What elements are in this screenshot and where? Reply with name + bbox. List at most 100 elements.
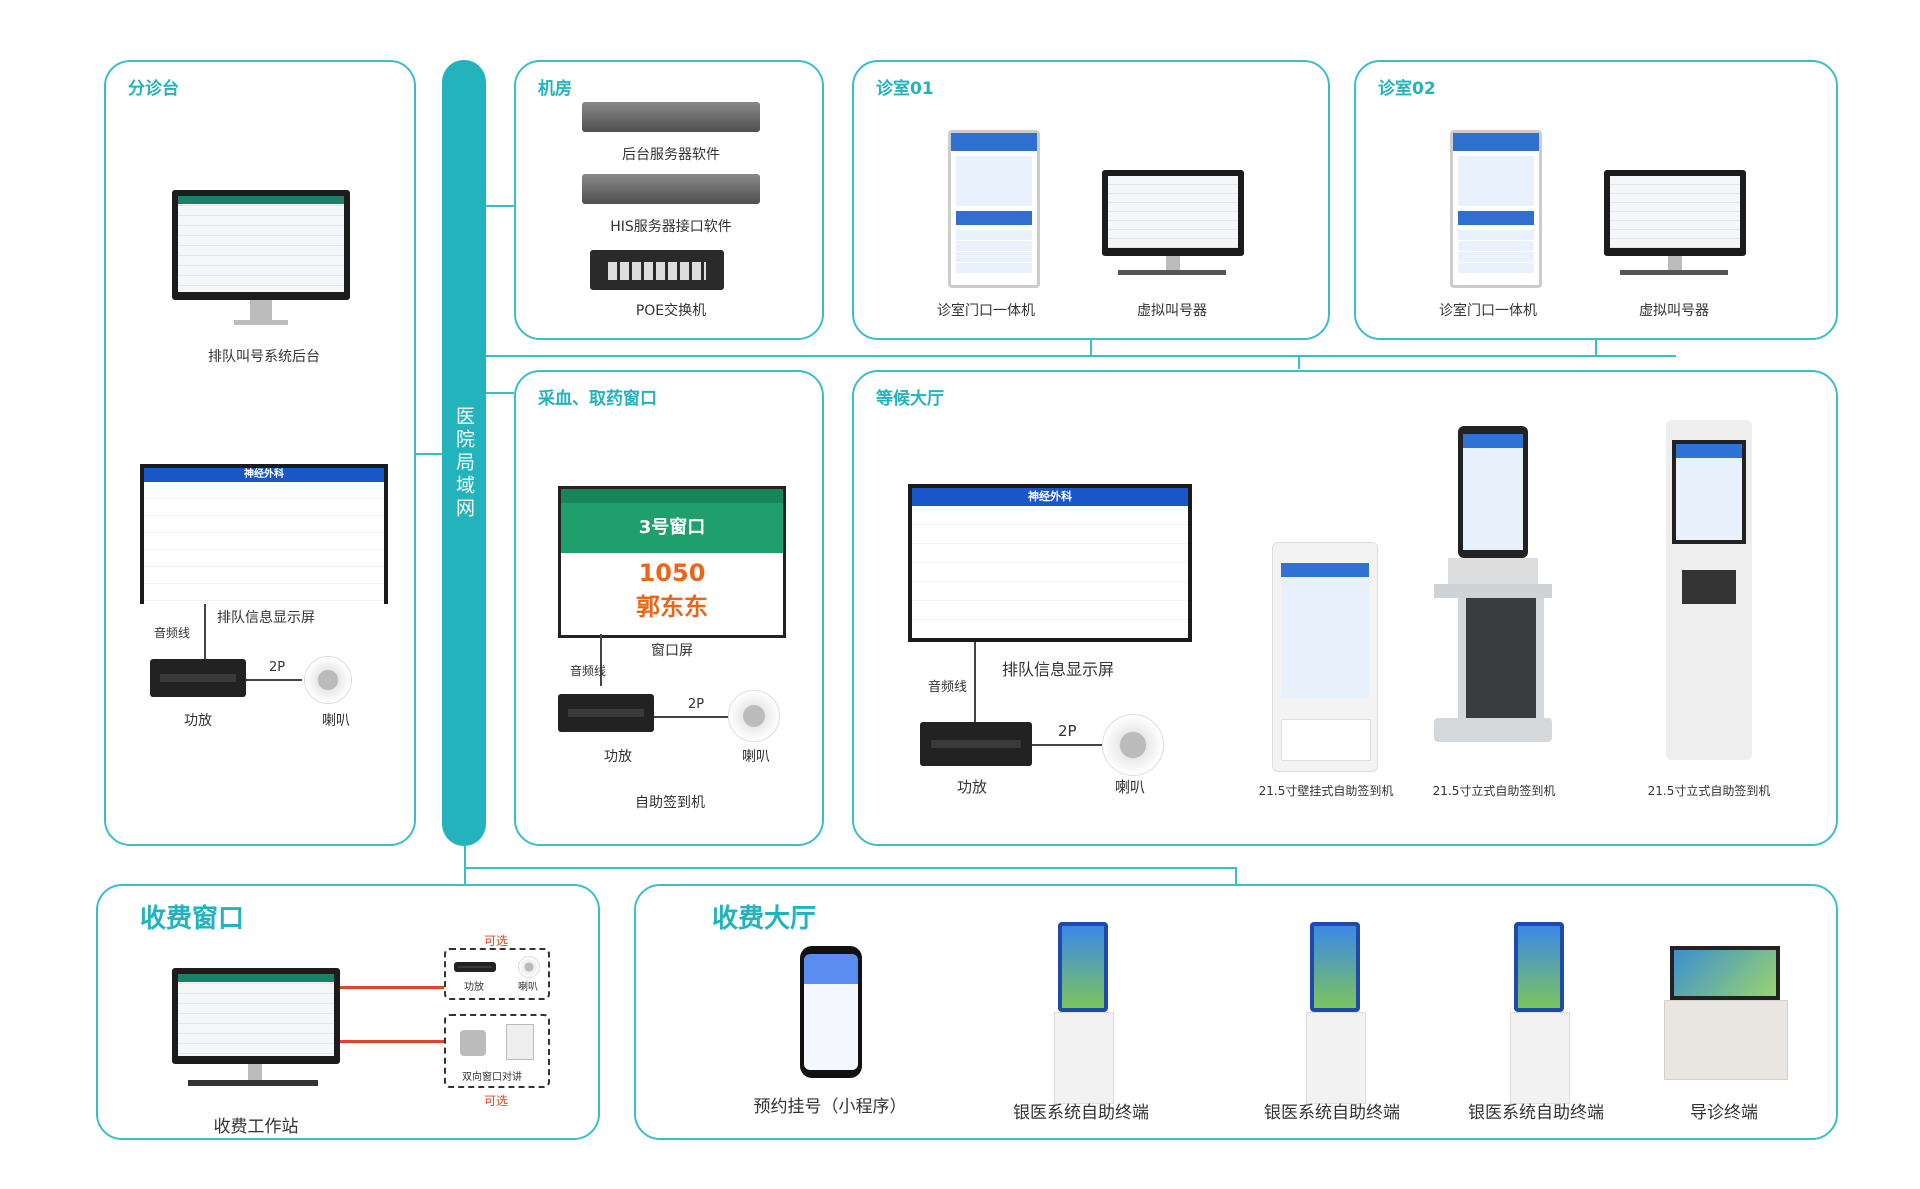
connector xyxy=(1298,355,1300,369)
poe-switch-label: POE交换机 xyxy=(635,303,707,319)
wall-kiosk xyxy=(1272,542,1378,772)
virtual-caller-label: 虚拟叫号器 xyxy=(1639,303,1709,319)
audio-line xyxy=(600,634,602,686)
audio-line-label: 音频线 xyxy=(928,680,968,695)
lan-backbone: 医院局域网 xyxy=(442,60,486,846)
virtual-caller xyxy=(1604,170,1746,256)
server-his-label: HIS服务器接口软件 xyxy=(610,219,732,235)
wall-kiosk-label: 21.5寸壁挂式自助签到机 xyxy=(1258,784,1394,798)
server-backend-label: 后台服务器软件 xyxy=(622,147,720,163)
optional-box-intercom: 双向窗口对讲 xyxy=(444,1014,550,1088)
bank-terminal xyxy=(1510,922,1570,1104)
monitor-stand xyxy=(250,300,272,322)
panel-title: 分诊台 xyxy=(128,79,179,99)
bank-terminal-label: 银医系统自助终端 xyxy=(1013,1103,1149,1123)
speaker xyxy=(728,690,780,742)
display-header: 神经外科 xyxy=(144,468,384,482)
speaker-label: 喇叭 xyxy=(518,982,538,993)
bank-terminal xyxy=(1054,922,1114,1104)
checkin-label: 自助签到机 xyxy=(635,795,705,811)
room-door-terminal xyxy=(948,130,1040,288)
connector xyxy=(486,355,1676,357)
display-label: 排队信息显示屏 xyxy=(1001,660,1115,679)
mobile-phone xyxy=(800,946,862,1078)
guide-terminal-label: 导诊终端 xyxy=(1690,1103,1758,1123)
door-terminal-label: 诊室门口一体机 xyxy=(1439,303,1537,319)
virtual-caller xyxy=(1102,170,1244,256)
patient-name: 郭东东 xyxy=(636,593,708,621)
queue-display: 神经外科 xyxy=(140,464,388,604)
amplifier-label: 功放 xyxy=(464,982,484,993)
panel-title: 收费窗口 xyxy=(140,904,245,934)
window-name: 3号窗口 xyxy=(561,503,783,553)
door-terminal-label: 诊室门口一体机 xyxy=(937,303,1035,319)
panel-caixue: 采血、取药窗口 3号窗口 1050 郭东东 窗口屏 音频线 2P 功放 喇叭 自… xyxy=(514,370,824,846)
standing-kiosk-slim-label: 21.5寸立式自助签到机 xyxy=(1647,784,1771,798)
panel-title: 机房 xyxy=(538,79,572,99)
wire-label: 2P xyxy=(1058,722,1077,740)
amplifier-label: 功放 xyxy=(604,749,632,765)
mini-program-label: 预约挂号（小程序） xyxy=(753,1097,907,1117)
audio-line-label: 音频线 xyxy=(154,626,191,640)
panel-waiting: 等候大厅 神经外科 排队信息显示屏 音频线 2P 功放 喇叭 21.5寸壁挂式自… xyxy=(852,370,1838,846)
window-screen: 3号窗口 1050 郭东东 xyxy=(558,486,786,638)
standing-kiosk-label: 21.5寸立式自助签到机 xyxy=(1432,784,1556,798)
connector xyxy=(464,846,466,884)
speaker xyxy=(1102,714,1164,776)
guide-terminal xyxy=(1664,946,1788,1080)
panel-hall: 收费大厅 预约挂号（小程序） 银医系统自助终端 银医系统自助终端 银医系统自助终… xyxy=(634,884,1838,1140)
amplifier xyxy=(558,694,654,732)
speaker-wire xyxy=(246,679,302,681)
wire-label: 2P xyxy=(269,660,286,675)
connector xyxy=(486,392,514,394)
bank-terminal-label: 银医系统自助终端 xyxy=(1468,1103,1604,1123)
amplifier xyxy=(920,722,1032,766)
wire-label: 2P xyxy=(688,697,705,712)
panel-jifang: 机房 后台服务器软件 HIS服务器接口软件 POE交换机 xyxy=(514,60,824,340)
speaker-label: 喇叭 xyxy=(1114,778,1146,796)
panel-room1: 诊室01 诊室门口一体机 虚拟叫号器 xyxy=(852,60,1330,340)
optional-label: 可选 xyxy=(484,1094,509,1108)
amplifier-label: 功放 xyxy=(184,713,212,729)
backend-label: 排队叫号系统后台 xyxy=(208,349,320,365)
bank-terminal-label: 银医系统自助终端 xyxy=(1264,1103,1400,1123)
connector xyxy=(1595,338,1597,355)
workstation-label: 收费工作站 xyxy=(213,1117,299,1137)
panel-title: 诊室01 xyxy=(876,79,934,99)
connector xyxy=(486,205,514,207)
optional-wire xyxy=(340,986,444,989)
audio-line xyxy=(204,604,206,682)
connector xyxy=(1090,338,1092,355)
panel-room2: 诊室02 诊室门口一体机 虚拟叫号器 xyxy=(1354,60,1838,340)
standing-kiosk xyxy=(1458,426,1528,558)
panel-title: 收费大厅 xyxy=(712,904,817,934)
display-label: 排队信息显示屏 xyxy=(217,610,315,626)
bank-terminal xyxy=(1306,922,1366,1104)
speaker xyxy=(304,656,352,704)
room-door-terminal xyxy=(1450,130,1542,288)
poe-switch xyxy=(590,250,724,290)
optional-box-audio: 功放 喇叭 xyxy=(444,948,550,1000)
speaker-wire xyxy=(654,716,728,718)
queue-display: 神经外科 xyxy=(908,484,1192,642)
backend-monitor xyxy=(172,190,350,300)
amplifier-label: 功放 xyxy=(956,778,988,796)
connector xyxy=(412,453,442,455)
amplifier xyxy=(150,659,246,697)
panel-title: 等候大厅 xyxy=(876,389,944,409)
server-backend xyxy=(582,102,760,132)
charge-monitor xyxy=(172,968,340,1064)
queue-number: 1050 xyxy=(638,559,706,587)
audio-line-label: 音频线 xyxy=(570,664,607,678)
intercom-label: 双向窗口对讲 xyxy=(462,1072,522,1083)
connector xyxy=(464,867,1236,869)
server-his xyxy=(582,174,760,204)
panel-title: 诊室02 xyxy=(1378,79,1436,99)
display-header: 神经外科 xyxy=(912,488,1188,506)
panel-charge: 收费窗口 收费工作站 可选 功放 喇叭 双向窗口对讲 可选 xyxy=(96,884,600,1140)
audio-line xyxy=(974,642,976,724)
virtual-caller-label: 虚拟叫号器 xyxy=(1137,303,1207,319)
optional-wire xyxy=(340,1040,444,1043)
lan-label: 医院局域网 xyxy=(453,406,475,521)
window-screen-label: 窗口屏 xyxy=(651,643,693,659)
